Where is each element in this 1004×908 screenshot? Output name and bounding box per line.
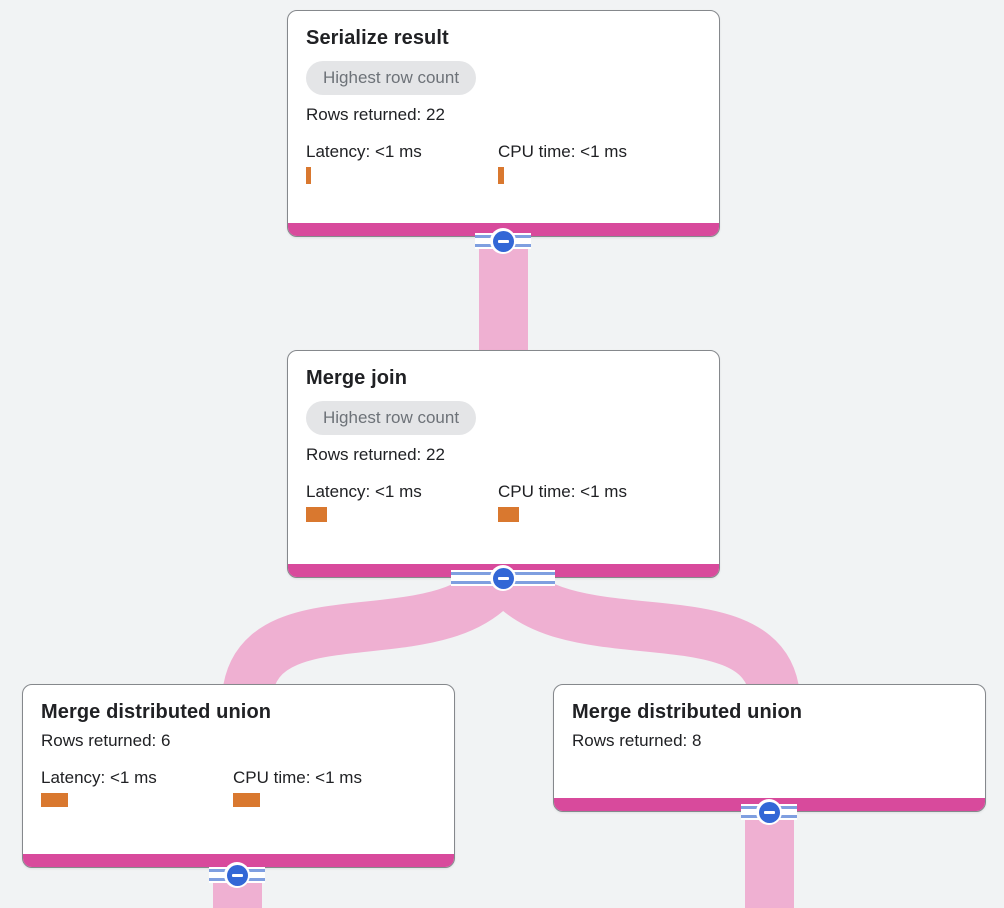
latency-label: Latency: <1 ms bbox=[41, 768, 157, 787]
rows-returned: Rows returned: 8 bbox=[572, 731, 702, 750]
junction-serialize-result bbox=[475, 228, 531, 254]
edge-mergejoin-to-left-union bbox=[222, 558, 524, 701]
minus-circle-icon bbox=[492, 567, 514, 589]
latency-bar bbox=[306, 167, 311, 184]
plan-node-serialize-result[interactable]: Serialize result Highest row count Rows … bbox=[287, 10, 720, 237]
plan-node-merge-distributed-union-right[interactable]: Merge distributed union Rows returned: 8 bbox=[553, 684, 986, 812]
cpu-label: CPU time: <1 ms bbox=[498, 142, 627, 161]
plan-node-merge-distributed-union-left[interactable]: Merge distributed union Rows returned: 6… bbox=[22, 684, 455, 868]
cpu-label: CPU time: <1 ms bbox=[498, 482, 627, 501]
collapse-button[interactable] bbox=[224, 862, 250, 888]
node-title: Merge distributed union bbox=[572, 701, 803, 723]
latency-bar bbox=[41, 793, 68, 807]
rows-returned: Rows returned: 6 bbox=[41, 731, 171, 750]
plan-node-merge-join[interactable]: Merge join Highest row count Rows return… bbox=[287, 350, 720, 578]
metrics-row: Latency: <1 ms CPU time: <1 ms bbox=[306, 142, 701, 184]
node-title: Serialize result bbox=[306, 27, 449, 49]
rows-returned: Rows returned: 22 bbox=[306, 105, 445, 124]
cpu-metric: CPU time: <1 ms bbox=[233, 768, 425, 807]
node-accent-bar bbox=[23, 854, 454, 867]
junction-merge-distributed-union-right bbox=[741, 799, 797, 825]
collapse-button[interactable] bbox=[490, 565, 516, 591]
collapse-button[interactable] bbox=[490, 228, 516, 254]
collapse-button[interactable] bbox=[756, 799, 782, 825]
latency-metric: Latency: <1 ms bbox=[306, 142, 498, 184]
rows-returned: Rows returned: 22 bbox=[306, 445, 445, 464]
latency-label: Latency: <1 ms bbox=[306, 142, 422, 161]
cpu-bar bbox=[233, 793, 260, 807]
metrics-row: Latency: <1 ms CPU time: <1 ms bbox=[41, 768, 436, 807]
latency-metric: Latency: <1 ms bbox=[41, 768, 233, 807]
junction-merge-distributed-union-left bbox=[209, 862, 265, 888]
junction-merge-join bbox=[451, 565, 555, 591]
minus-circle-icon bbox=[492, 230, 514, 252]
minus-circle-icon bbox=[226, 864, 248, 886]
cpu-bar bbox=[498, 507, 519, 522]
edge-mergejoin-to-right-union bbox=[482, 558, 800, 701]
cpu-label: CPU time: <1 ms bbox=[233, 768, 362, 787]
latency-metric: Latency: <1 ms bbox=[306, 482, 498, 522]
highest-row-count-badge: Highest row count bbox=[306, 61, 477, 95]
cpu-bar bbox=[498, 167, 504, 184]
metrics-row: Latency: <1 ms CPU time: <1 ms bbox=[306, 482, 701, 522]
latency-bar bbox=[306, 507, 327, 522]
latency-label: Latency: <1 ms bbox=[306, 482, 422, 501]
cpu-metric: CPU time: <1 ms bbox=[498, 142, 690, 184]
node-title: Merge distributed union bbox=[41, 701, 272, 723]
node-title: Merge join bbox=[306, 367, 408, 389]
highest-row-count-badge: Highest row count bbox=[306, 401, 477, 435]
cpu-metric: CPU time: <1 ms bbox=[498, 482, 690, 522]
minus-circle-icon bbox=[758, 801, 780, 823]
